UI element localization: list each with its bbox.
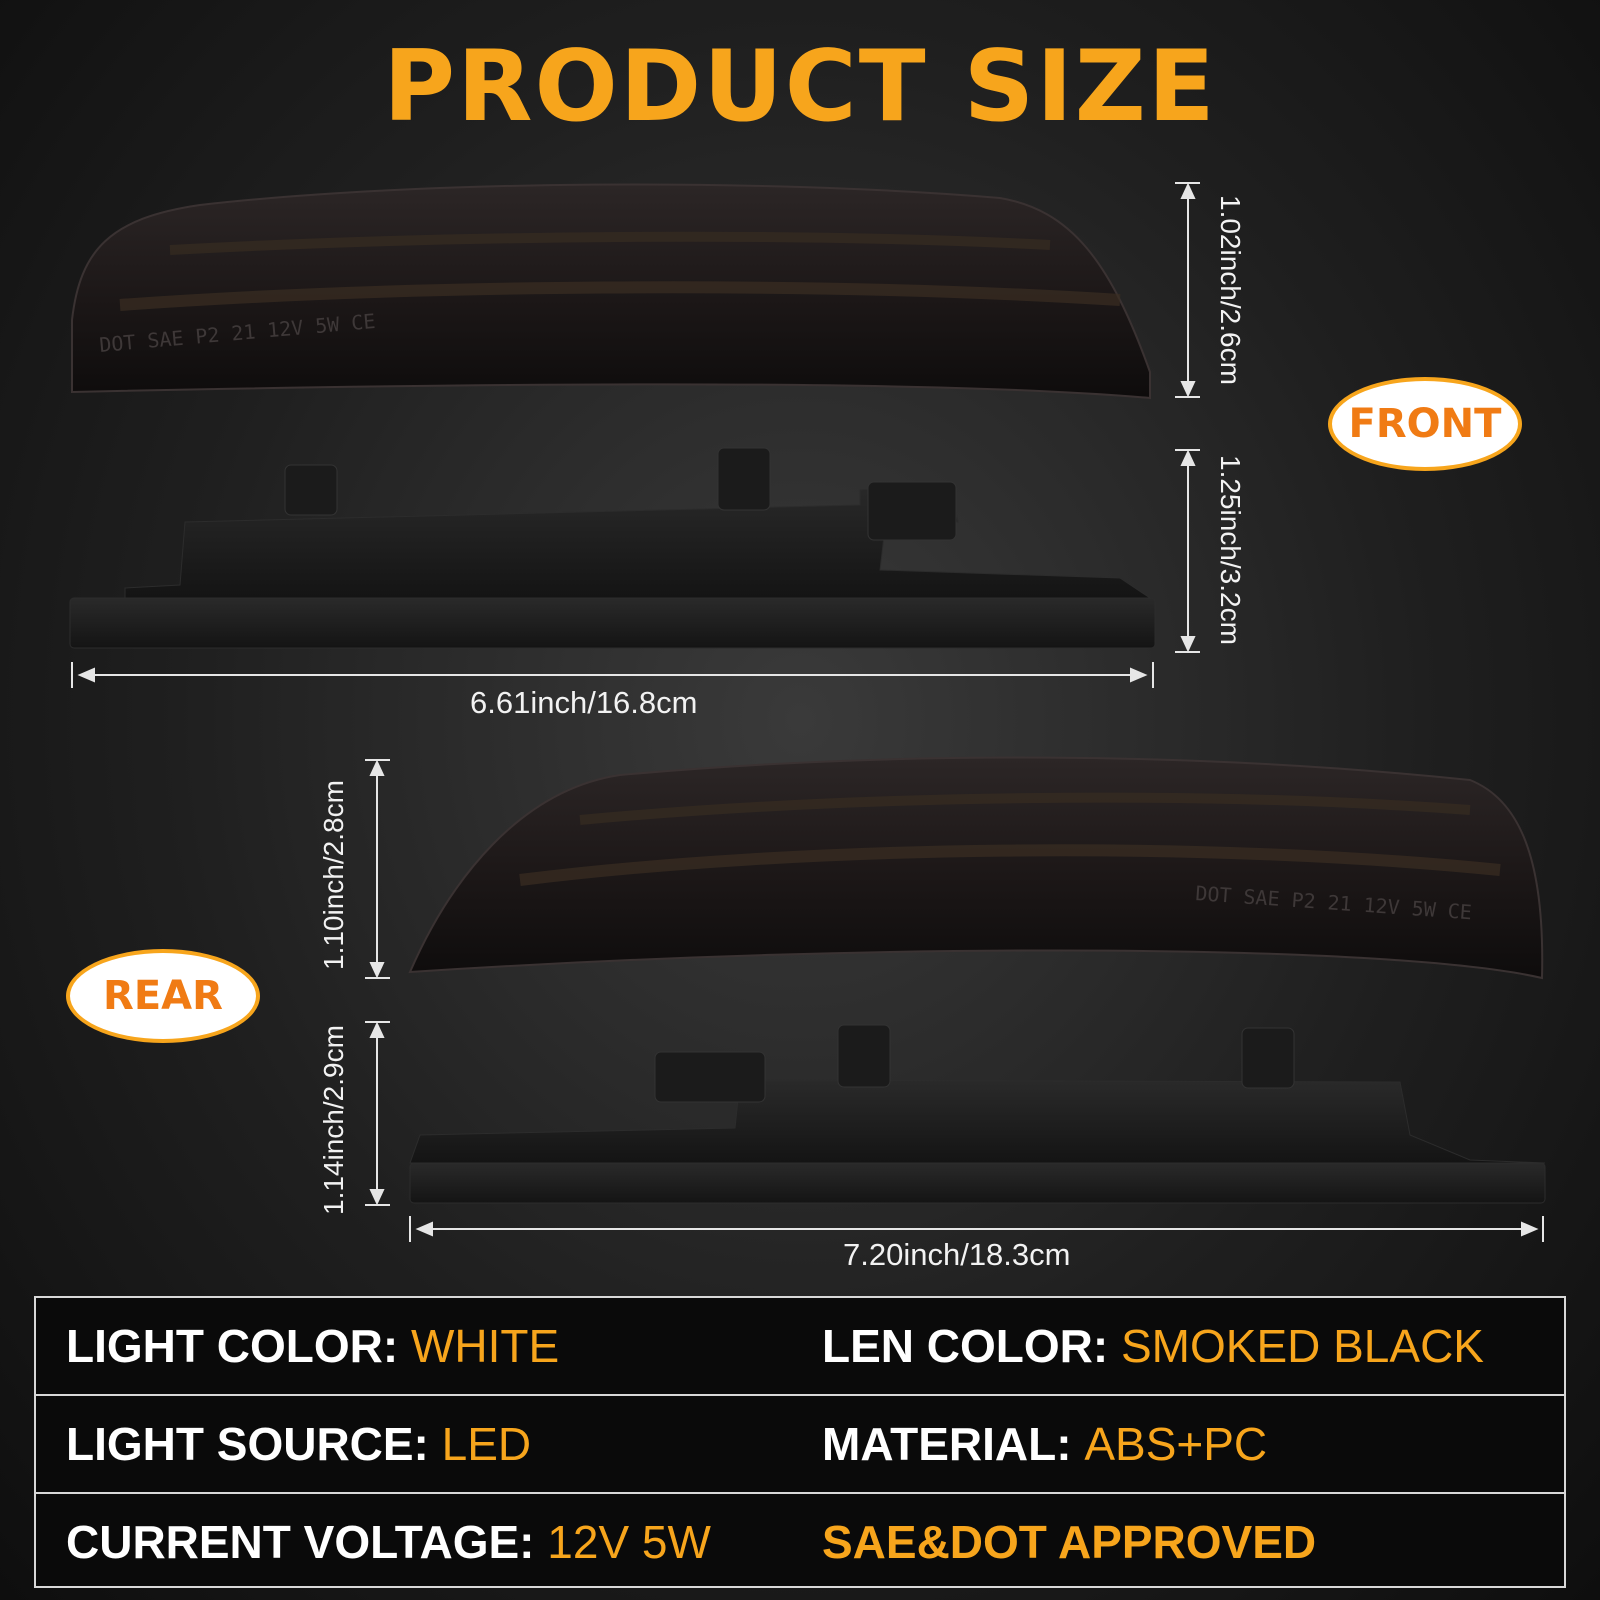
front-housing-height-label: 1.25inch/3.2cm: [1215, 455, 1246, 645]
material-spec: MATERIAL: ABS+PC: [822, 1396, 1267, 1492]
rear-dimension-lines: [365, 759, 1544, 1242]
material-value: ABS+PC: [1084, 1418, 1268, 1470]
light-color-spec: LIGHT COLOR: WHITE: [66, 1298, 559, 1394]
voltage-value: 12V 5W: [547, 1516, 711, 1568]
rear-length-label: 7.20inch/18.3cm: [843, 1237, 1071, 1272]
spec-row-3: CURRENT VOLTAGE: 12V 5W SAE&DOT APPROVED: [36, 1492, 1564, 1590]
light-source-spec: LIGHT SOURCE: LED: [66, 1396, 531, 1492]
voltage-label: CURRENT VOLTAGE:: [66, 1516, 535, 1568]
rear-lens-height-label: 1.10inch/2.8cm: [318, 780, 349, 970]
front-lens: DOT SAE P2 21 12V 5W CE: [71, 183, 1151, 400]
spec-row-2: LIGHT SOURCE: LED MATERIAL: ABS+PC: [36, 1394, 1564, 1492]
voltage-spec: CURRENT VOLTAGE: 12V 5W: [66, 1494, 711, 1590]
approval-spec: SAE&DOT APPROVED: [822, 1494, 1316, 1590]
spec-table: LIGHT COLOR: WHITE LEN COLOR: SMOKED BLA…: [34, 1296, 1566, 1588]
front-length-label: 6.61inch/16.8cm: [470, 685, 698, 720]
rear-housing: [409, 1024, 1546, 1204]
spec-row-1: LIGHT COLOR: WHITE LEN COLOR: SMOKED BLA…: [36, 1298, 1564, 1394]
len-color-spec: LEN COLOR: SMOKED BLACK: [822, 1298, 1484, 1394]
light-source-value: LED: [441, 1418, 532, 1470]
light-source-label: LIGHT SOURCE:: [66, 1418, 429, 1470]
page-title: PRODUCT SIZE: [383, 30, 1217, 144]
approval-text: SAE&DOT APPROVED: [822, 1516, 1317, 1568]
front-badge: FRONT: [1328, 377, 1522, 471]
len-color-label: LEN COLOR:: [822, 1320, 1109, 1372]
front-dimension-lines: [71, 182, 1200, 688]
rear-badge: REAR: [66, 949, 260, 1043]
front-housing: [69, 447, 1156, 649]
rear-lens: DOT SAE P2 21 12V 5W CE: [408, 756, 1544, 980]
rear-housing-height-label: 1.14inch/2.9cm: [318, 1025, 349, 1215]
len-color-value: SMOKED BLACK: [1120, 1320, 1484, 1372]
front-lens-height-label: 1.02inch/2.6cm: [1215, 195, 1246, 385]
light-color-label: LIGHT COLOR:: [66, 1320, 399, 1372]
material-label: MATERIAL:: [822, 1418, 1072, 1470]
light-color-value: WHITE: [410, 1320, 560, 1372]
